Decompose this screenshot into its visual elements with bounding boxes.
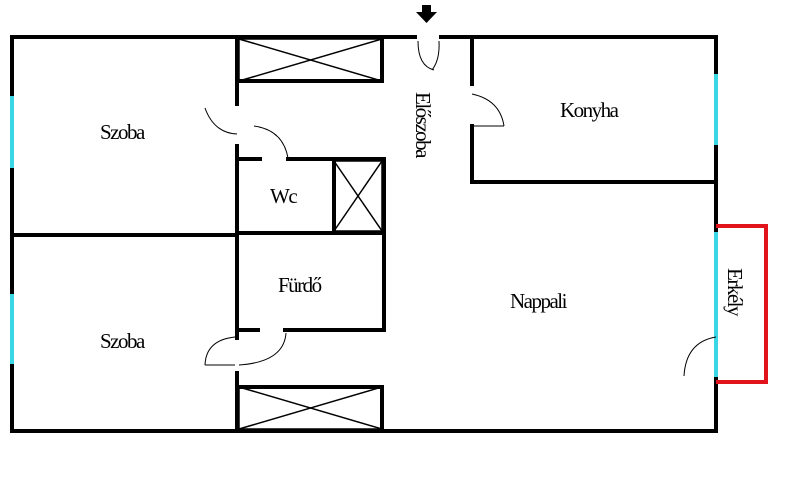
entrance-arrow-icon	[416, 5, 437, 23]
balcony-outline	[716, 224, 768, 384]
room-label-erkely: Erkély	[723, 268, 747, 317]
doors	[204, 40, 717, 377]
room-label-szoba-bottom: Szoba	[100, 329, 146, 353]
room-label-furdo: Fürdő	[278, 273, 322, 297]
room-label-konyha: Konyha	[560, 98, 620, 122]
room-label-wc: Wc	[270, 184, 297, 208]
room-label-szoba-top: Szoba	[100, 120, 146, 144]
closet-top	[235, 37, 384, 83]
room-label-eloszoba: Előszoba	[411, 92, 435, 159]
closet-bottom	[235, 385, 384, 433]
room-label-nappali: Nappali	[510, 289, 568, 313]
closet-middle	[332, 159, 383, 233]
interior-walls	[10, 35, 718, 433]
windows	[10, 74, 718, 377]
